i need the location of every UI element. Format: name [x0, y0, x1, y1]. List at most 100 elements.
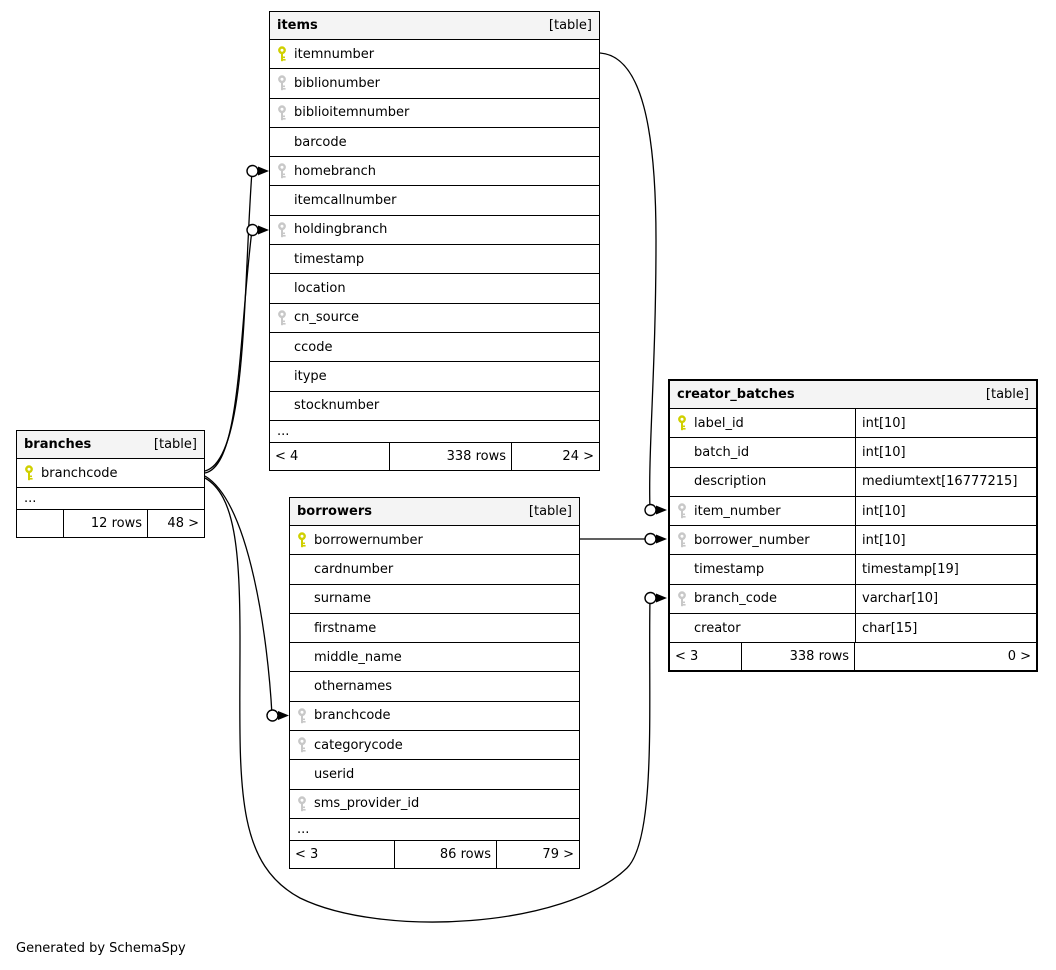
- column-name-cell: categorycode: [290, 731, 579, 759]
- column-name-cell: borrowernumber: [290, 526, 579, 554]
- key-slot: [670, 532, 694, 548]
- column-name-cell: biblionumber: [270, 69, 599, 97]
- parents-count: 0 >: [1007, 649, 1031, 665]
- column-name: stocknumber: [294, 398, 380, 414]
- table-row: othernames: [290, 672, 579, 702]
- children-count: [17, 510, 64, 538]
- foreign-key-icon: [298, 737, 306, 753]
- column-name: location: [294, 281, 346, 297]
- table-badge: [table]: [985, 387, 1029, 402]
- children-count: < 4: [270, 442, 390, 470]
- columns-truncated-indicator: ...: [290, 819, 579, 841]
- relationship-path-branches-items-holdingbranch: [204, 229, 253, 474]
- column-name-cell: othernames: [290, 672, 579, 700]
- column-name-cell: cn_source: [270, 304, 599, 332]
- table-header: borrowers[table]: [290, 498, 579, 526]
- column-type: int[10]: [855, 409, 1036, 438]
- table-row: homebranch: [270, 157, 599, 187]
- column-type: int[10]: [855, 496, 1036, 526]
- column-name: itemcallnumber: [294, 193, 397, 209]
- column-name-cell: item_number: [670, 497, 855, 525]
- column-name-cell: branch_code: [670, 585, 855, 613]
- table-row: userid: [290, 760, 579, 790]
- table-row: biblioitemnumber: [270, 99, 599, 128]
- table-row: itemnumber: [270, 40, 599, 70]
- key-slot: [270, 75, 294, 91]
- table-row: borrowernumber: [290, 526, 579, 556]
- foreign-key-icon: [298, 796, 306, 812]
- column-name-cell: cardnumber: [290, 555, 579, 583]
- key-slot: [670, 415, 694, 431]
- table-row: sms_provider_id: [290, 790, 579, 819]
- column-name: biblionumber: [294, 75, 381, 91]
- column-type: int[10]: [855, 438, 1036, 467]
- table-row: biblionumber: [270, 69, 599, 99]
- table-row: cardnumber: [290, 555, 579, 585]
- row-count-badge: 86 rows: [395, 840, 497, 868]
- column-name: borrower_number: [694, 532, 810, 548]
- column-name: itype: [294, 368, 327, 384]
- column-name: ccode: [294, 339, 333, 355]
- table-row: surname: [290, 585, 579, 614]
- column-name: cardnumber: [314, 561, 394, 577]
- key-slot: [290, 737, 314, 753]
- key-slot: [17, 465, 41, 481]
- column-name-cell: userid: [290, 760, 579, 788]
- column-name: timestamp: [694, 562, 765, 578]
- foreign-key-icon: [278, 310, 286, 326]
- key-slot: [670, 503, 694, 519]
- foreign-key-icon: [298, 708, 306, 724]
- column-name: surname: [314, 591, 371, 607]
- column-name-cell: sms_provider_id: [290, 790, 579, 818]
- children-count: < 3: [670, 643, 742, 671]
- column-name: branch_code: [694, 591, 778, 607]
- column-type: timestamp[19]: [855, 555, 1036, 584]
- foreign-key-icon: [678, 503, 686, 519]
- column-name: item_number: [694, 503, 781, 519]
- key-slot: [270, 105, 294, 121]
- column-name: barcode: [294, 134, 347, 150]
- table-name[interactable]: items: [277, 18, 318, 33]
- column-name-cell: borrower_number: [670, 526, 855, 554]
- table-row: timestamp: [270, 245, 599, 275]
- key-slot: [270, 163, 294, 179]
- foreign-key-icon: [678, 532, 686, 548]
- table-name[interactable]: borrowers: [297, 504, 372, 519]
- column-name-cell: timestamp: [270, 245, 599, 273]
- table-badge: [table]: [548, 18, 592, 33]
- foreign-key-icon: [278, 105, 286, 120]
- foreign-key-icon: [278, 222, 286, 238]
- column-name: middle_name: [314, 649, 402, 665]
- column-name-cell: timestamp: [670, 555, 855, 583]
- column-name: othernames: [314, 679, 393, 695]
- column-name-cell: biblioitemnumber: [270, 99, 599, 127]
- column-name-cell: branchcode: [290, 702, 579, 730]
- table-row: holdingbranch: [270, 216, 599, 246]
- table-row: middle_name: [290, 643, 579, 673]
- column-name: timestamp: [294, 251, 365, 267]
- table-row: barcode: [270, 128, 599, 158]
- table-name[interactable]: branches: [24, 437, 92, 452]
- key-slot: [270, 222, 294, 238]
- column-name-cell: holdingbranch: [270, 216, 599, 244]
- table-borrowers: borrowers[table] borrowernumber cardnumber…: [289, 497, 580, 869]
- table-name[interactable]: creator_batches: [677, 387, 795, 402]
- column-name-cell: firstname: [290, 614, 579, 642]
- column-name: itemnumber: [294, 46, 375, 62]
- primary-key-icon: [25, 465, 33, 481]
- column-name-cell: barcode: [270, 128, 599, 156]
- column-type: varchar[10]: [855, 584, 1036, 614]
- fk-arrow-markers: [258, 166, 667, 720]
- table-row: branchcode: [17, 459, 204, 489]
- row-count-badge: 12 rows: [64, 510, 148, 538]
- column-name: description: [694, 474, 767, 490]
- column-name: holdingbranch: [294, 222, 388, 238]
- table-row: branch_code varchar[10]: [670, 584, 1036, 615]
- column-name: borrowernumber: [314, 532, 423, 548]
- column-name-cell: batch_id: [670, 438, 855, 466]
